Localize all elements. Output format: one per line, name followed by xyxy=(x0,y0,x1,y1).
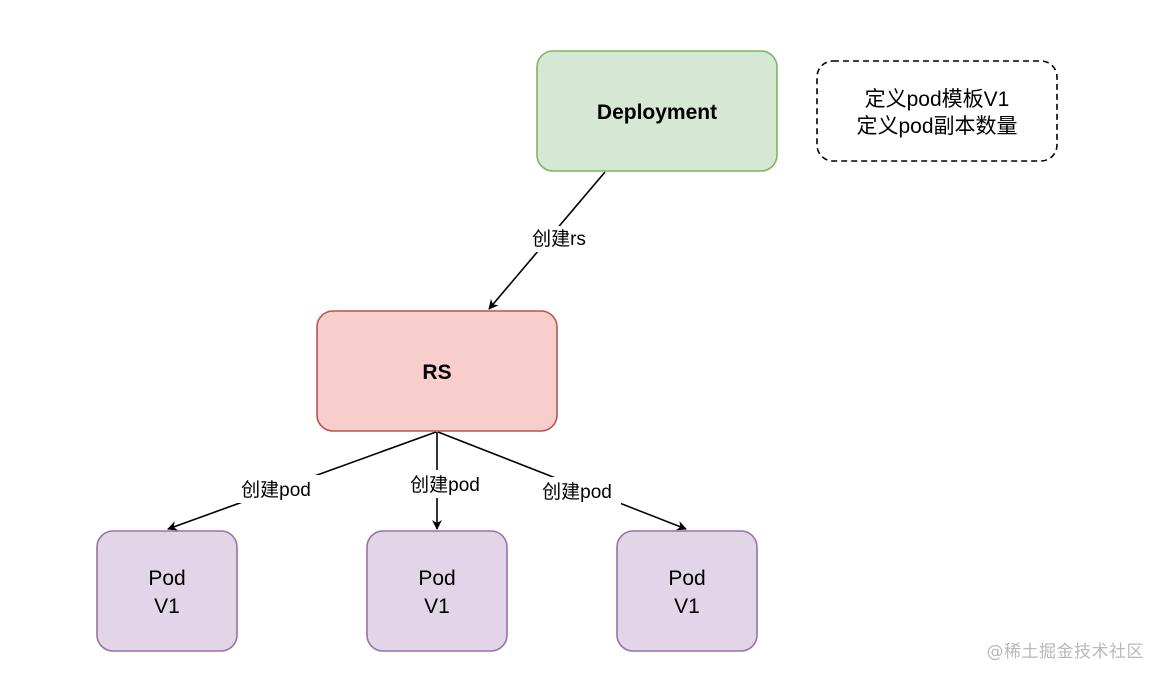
edge-label-create-rs: 创建rs xyxy=(532,228,586,250)
pod-node: Pod V1 xyxy=(96,530,238,652)
watermark: @稀土掘金技术社区 xyxy=(986,642,1144,662)
pod-box xyxy=(366,530,508,652)
edge-labels: 创建rs 创建pod 创建pod 创建pod xyxy=(232,226,621,505)
note-box xyxy=(816,60,1058,162)
pod-version: V1 xyxy=(424,595,450,618)
edge-label-create-pod-right: 创建pod xyxy=(542,481,612,503)
pod-version: V1 xyxy=(154,595,180,618)
pod-node: Pod V1 xyxy=(616,530,758,652)
edge-label-create-pod-middle: 创建pod xyxy=(410,474,480,496)
note-line-1: 定义pod模板V1 xyxy=(865,88,1010,111)
pod-box xyxy=(96,530,238,652)
pod-version: V1 xyxy=(674,595,700,618)
pod-node: Pod V1 xyxy=(366,530,508,652)
pod-label: Pod xyxy=(668,567,705,590)
rs-label: RS xyxy=(422,361,451,384)
rs-node: RS xyxy=(316,310,558,432)
deployment-label: Deployment xyxy=(597,101,717,124)
note-node: 定义pod模板V1 定义pod副本数量 xyxy=(816,60,1058,162)
edge-label-create-pod-left: 创建pod xyxy=(241,479,311,501)
pod-label: Pod xyxy=(418,567,455,590)
deployment-box xyxy=(536,50,778,172)
pod-label: Pod xyxy=(148,567,185,590)
note-line-2: 定义pod副本数量 xyxy=(856,115,1017,138)
pod-box xyxy=(616,530,758,652)
deployment-node: Deployment xyxy=(536,50,778,172)
rs-box xyxy=(316,310,558,432)
